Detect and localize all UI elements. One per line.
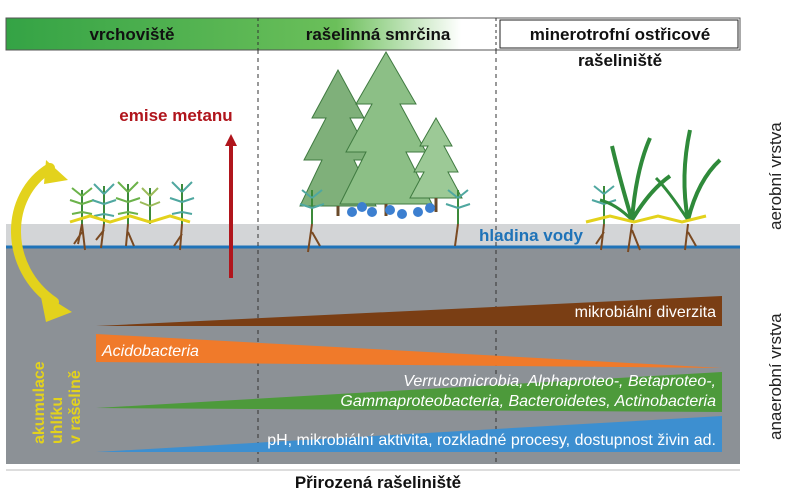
acidobacteria-wedge <box>96 334 722 368</box>
zone-label-spruce: rašelinná smrčina <box>306 25 451 44</box>
phyla-label-line1: Verrucomicrobia, Alphaproteo-, Betaprote… <box>403 373 716 390</box>
ph-wedge <box>96 416 722 452</box>
sphagnum-plant-icon <box>299 189 325 253</box>
aerobic-label: aerobní vrstva <box>766 122 785 230</box>
blueberry-shrub-icon <box>347 202 435 219</box>
methane-arrow-head <box>225 134 237 146</box>
diversity-label: mikrobiální diverzita <box>575 304 716 321</box>
phyla-label-line2: Gammaproteobacteria, Bacteroidetes, Acti… <box>340 393 716 410</box>
water-label: hladina vody <box>479 226 583 245</box>
aerobic-label-group: aerobní vrstva <box>766 122 785 230</box>
ph-label: pH, mikrobiální aktivita, rozkladné proc… <box>267 432 716 449</box>
carbon-arrow-head <box>40 292 72 322</box>
sedge-plants <box>585 129 722 253</box>
carbon-arrow <box>11 163 59 307</box>
anaerobic-label-group: anaerobní vrstva <box>766 313 785 440</box>
bog-plants <box>69 181 195 251</box>
footer-title: Přirozená rašeliniště <box>295 473 461 492</box>
zone-label-bog: vrchoviště <box>89 25 174 44</box>
sedge-icon <box>654 129 722 251</box>
anaerobic-label: anaerobní vrstva <box>766 313 785 440</box>
sedge-icon <box>599 137 672 253</box>
diversity-wedge <box>96 296 722 326</box>
phyla-wedge <box>96 372 722 412</box>
aerobic-band <box>6 224 740 246</box>
sphagnum-plant-icon <box>139 187 161 224</box>
carbon-arrow-tail <box>44 160 68 184</box>
zone-label-fen-2: rašeliniště <box>578 51 662 70</box>
spruce-tree-icon <box>409 116 463 212</box>
header-zone-box <box>499 19 739 49</box>
methane-label: emise metanu <box>119 106 232 125</box>
zone-label-fen: minerotrofní ostřicové <box>530 25 710 44</box>
spruce-trees <box>299 50 471 253</box>
carbon-label-1: akumulace <box>31 361 48 444</box>
carbon-label-2: uhlíku <box>49 397 66 444</box>
sphagnum-plant-icon <box>115 181 141 247</box>
carbon-label-3: v rašelině <box>67 370 84 444</box>
sphagnum-plant-icon <box>169 181 195 251</box>
sphagnum-plant-icon <box>91 183 117 249</box>
sphagnum-plant-icon <box>445 189 471 247</box>
carbon-label-group: akumulace uhlíku v rašelině <box>31 361 84 444</box>
acidobacteria-label: Acidobacteria <box>101 343 199 360</box>
